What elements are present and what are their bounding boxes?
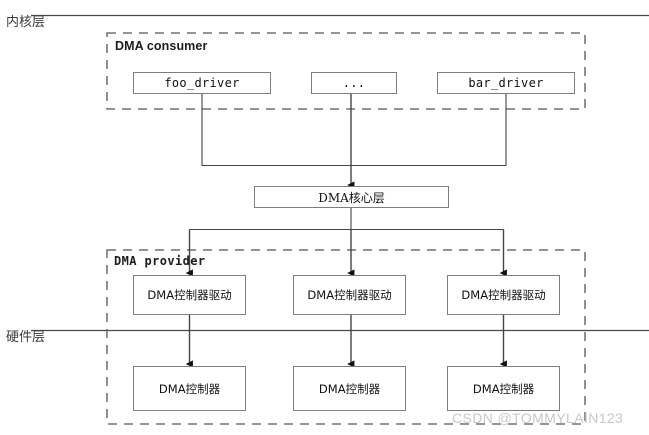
group-title-dma-consumer: DMA consumer <box>115 39 208 53</box>
node-dma-controller-driver-3[interactable]: DMA控制器驱动 <box>447 275 560 315</box>
node-bar-driver[interactable]: bar_driver <box>437 72 575 94</box>
node-dma-core-layer[interactable]: DMA核心层 <box>254 186 449 208</box>
node-dma-controller-driver-1[interactable]: DMA控制器驱动 <box>133 275 246 315</box>
watermark: CSDN @TOMMYLAIN123 <box>452 410 624 426</box>
layer-label-hardware: 硬件层 <box>6 330 46 345</box>
node-ellipsis[interactable]: ... <box>311 72 397 94</box>
layer-label-kernel: 内核层 <box>6 15 46 30</box>
node-foo-driver[interactable]: foo_driver <box>133 72 271 94</box>
node-dma-controller-2[interactable]: DMA控制器 <box>293 366 406 411</box>
node-dma-controller-1[interactable]: DMA控制器 <box>133 366 246 411</box>
provider-group-box <box>106 249 586 425</box>
node-dma-controller-3[interactable]: DMA控制器 <box>447 366 560 411</box>
consumer-group-box <box>106 32 586 110</box>
node-dma-controller-driver-2[interactable]: DMA控制器驱动 <box>293 275 406 315</box>
group-title-dma-provider: DMA provider <box>114 254 206 268</box>
